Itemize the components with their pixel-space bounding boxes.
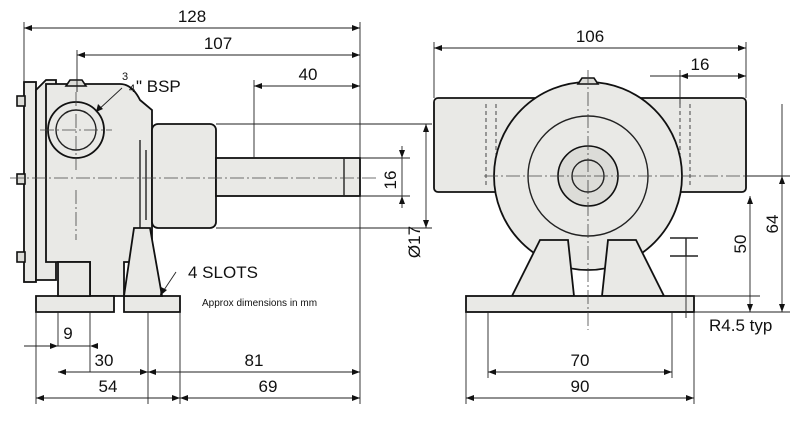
dimension-labels: 128 107 40 106 16 16 Ø17 64 50 R4.5 typ … (63, 7, 782, 396)
bearing-housing (151, 123, 217, 229)
dim-70-label: 70 (571, 351, 590, 370)
bsp-denominator: 4 (129, 83, 135, 95)
slot-detail (670, 237, 698, 257)
dim-128-label: 128 (178, 7, 206, 26)
dim-17-label: Ø17 (405, 226, 424, 258)
arrowheads (24, 25, 785, 401)
dim-30-label: 30 (95, 351, 114, 370)
port-nipple (64, 79, 88, 87)
bsp-label: " BSP (136, 77, 181, 96)
base-plate (465, 295, 695, 313)
dim-81-label: 81 (245, 351, 264, 370)
dim-107-label: 107 (204, 34, 232, 53)
stand-left (510, 239, 576, 297)
dimension-lines (23, 22, 790, 404)
dim-40-label: 40 (299, 65, 318, 84)
flange-bolt (16, 173, 26, 185)
dim-90-label: 90 (571, 377, 590, 396)
front-foot (35, 295, 115, 313)
dim-106-label: 106 (576, 27, 604, 46)
flange-bolt (16, 95, 26, 107)
slots-label: 4 SLOTS (188, 263, 258, 282)
dim-16-top-label: 16 (691, 55, 710, 74)
leg (57, 261, 91, 297)
front-view (433, 70, 760, 330)
r45-label: R4.5 typ (709, 316, 772, 335)
rear-leg (122, 227, 164, 297)
annotations: 3 4 " BSP 4 SLOTS Approx dimensions in m… (122, 71, 317, 309)
bsp-numerator: 3 (122, 71, 128, 83)
dim-50-label: 50 (731, 235, 750, 254)
shaft (215, 157, 361, 197)
dim-69-label: 69 (259, 377, 278, 396)
rear-foot (123, 295, 181, 313)
dim-16-shaft-label: 16 (381, 171, 400, 190)
approx-note: Approx dimensions in mm (202, 298, 317, 309)
dim-9-label: 9 (63, 324, 72, 343)
dim-64-label: 64 (763, 215, 782, 234)
flange-bolt (16, 251, 26, 263)
stand-right (600, 239, 666, 297)
side-view (10, 79, 378, 313)
dim-54-label: 54 (99, 377, 118, 396)
